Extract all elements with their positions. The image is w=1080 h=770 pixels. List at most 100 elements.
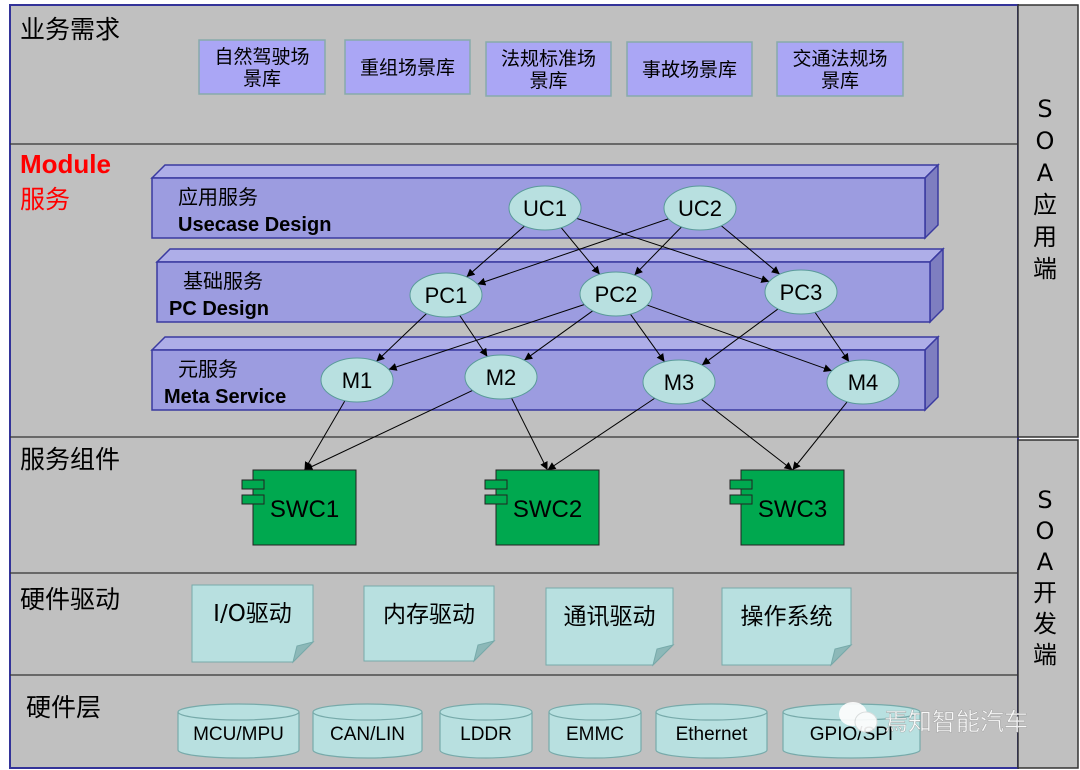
node-label: UC2 [678, 196, 722, 221]
component-port-icon [484, 479, 508, 490]
component-label: SWC1 [270, 496, 339, 523]
node-m3: M3 [642, 359, 716, 405]
arrow-M2-SWC2 [511, 397, 548, 471]
node-label: M1 [342, 368, 373, 393]
scenario-label: 交通法规场 [792, 48, 887, 70]
arrow-UC1-PC2 [560, 227, 601, 275]
hardware-label: Ethernet [676, 724, 749, 745]
node-label: M2 [486, 365, 517, 390]
arrow-UC2-PC2 [634, 226, 682, 276]
watermark: 焉知智能汽车 [839, 702, 1028, 736]
hardware-label: LDDR [460, 724, 512, 745]
driver-note: I/O驱动 [191, 584, 315, 664]
node-label: PC3 [780, 280, 823, 305]
layer-label-module-en: Module [20, 149, 111, 179]
component-port-icon [729, 494, 753, 505]
layer-label-hardware: 硬件层 [26, 693, 101, 722]
layer-label-driver: 硬件驱动 [20, 585, 120, 614]
component-port-icon [241, 494, 265, 505]
soa-app-panel [1017, 4, 1079, 438]
side-label-char: S [1037, 486, 1052, 514]
hardware-cylinder: CAN/LIN [312, 703, 423, 759]
layer-dividers [10, 143, 1018, 676]
hardware-cylinder: EMMC [548, 703, 642, 759]
scenario-label: 法规标准场 [501, 48, 596, 70]
wechat-icon-small [854, 711, 878, 733]
dependency-arrows [304, 217, 850, 471]
scenario-label: 景库 [243, 68, 281, 90]
software-components: SWC1 SWC2 SWC3 [241, 469, 845, 546]
scenario-label: 景库 [821, 70, 859, 92]
hardware-drivers: I/O驱动 内存驱动 通讯驱动 操作系统 [191, 584, 853, 667]
side-label-char: 端 [1033, 255, 1057, 283]
arrow-PC3-M4 [814, 311, 850, 363]
bar-label-en: Meta Service [164, 386, 286, 408]
side-label-char: A [1037, 548, 1054, 576]
node-pc2: PC2 [579, 271, 653, 317]
driver-label: 操作系统 [741, 604, 833, 630]
node-m1: M1 [320, 357, 394, 403]
scenario-libraries: 自然驾驶场景库重组场景库法规标准场景库事故场景库交通法规场景库 [198, 39, 904, 97]
watermark-text: 焉知智能汽车 [884, 708, 1028, 736]
hardware-cylinder: LDDR [439, 703, 533, 759]
node-label: PC2 [595, 282, 638, 307]
side-label-char: 用 [1033, 223, 1057, 251]
scenario-box: 重组场景库 [344, 39, 471, 95]
side-label-char: 端 [1033, 641, 1057, 669]
bar-label-cn: 应用服务 [178, 185, 258, 209]
arrow-PC2-M2 [523, 310, 594, 361]
side-label-char: O [1036, 517, 1055, 545]
bar-label-cn: 基础服务 [183, 269, 263, 293]
arrow-PC1-M2 [459, 315, 488, 357]
scenario-box: 事故场景库 [626, 41, 753, 97]
bar-label-en: Usecase Design [178, 214, 331, 236]
node-label: UC1 [523, 196, 567, 221]
arrow-M2-SWC1 [304, 390, 473, 471]
arrow-PC2-M4 [646, 304, 833, 373]
bar-label-cn: 元服务 [178, 357, 238, 381]
node-m2: M2 [464, 354, 538, 400]
node-label: M3 [664, 370, 695, 395]
node-label: M4 [848, 370, 879, 395]
side-label-char: A [1037, 159, 1054, 187]
node-uc2: UC2 [663, 185, 737, 231]
driver-label: 内存驱动 [383, 602, 475, 628]
service-bar: 元服务 Meta Service [150, 335, 940, 412]
side-label-char: O [1036, 127, 1055, 155]
arrow-UC2-PC1 [477, 218, 669, 286]
driver-label: 通讯驱动 [564, 604, 656, 630]
node-label: PC1 [425, 283, 468, 308]
bar-label-en: PC Design [169, 298, 269, 320]
arrow-PC2-M3 [630, 313, 665, 363]
component-swc2: SWC2 [484, 469, 600, 546]
node-pc3: PC3 [764, 269, 838, 315]
driver-note: 操作系统 [721, 587, 853, 667]
arrow-UC1-PC1 [466, 225, 525, 278]
scenario-label: 自然驾驶场 [214, 46, 309, 68]
layer-label-module-cn: 服务 [20, 185, 70, 214]
component-label: SWC3 [758, 496, 827, 523]
hardware-label: EMMC [566, 724, 624, 745]
arrow-M4-SWC3 [792, 401, 848, 471]
hardware-cylinder: Ethernet [655, 703, 768, 759]
arrow-PC1-M1 [376, 313, 427, 362]
node-m4: M4 [826, 359, 900, 405]
arrow-M1-SWC1 [304, 400, 346, 471]
scenario-label: 事故场景库 [642, 59, 737, 81]
arrow-M3-SWC2 [547, 397, 656, 471]
arrow-M3-SWC3 [700, 398, 793, 471]
side-label-char: 发 [1033, 610, 1057, 638]
scenario-label: 景库 [529, 70, 567, 92]
hardware-label: MCU/MPU [193, 724, 284, 745]
side-label-char: S [1037, 95, 1052, 123]
soa-dev-panel [1017, 439, 1079, 769]
component-port-icon [729, 479, 753, 490]
component-swc1: SWC1 [241, 469, 357, 546]
